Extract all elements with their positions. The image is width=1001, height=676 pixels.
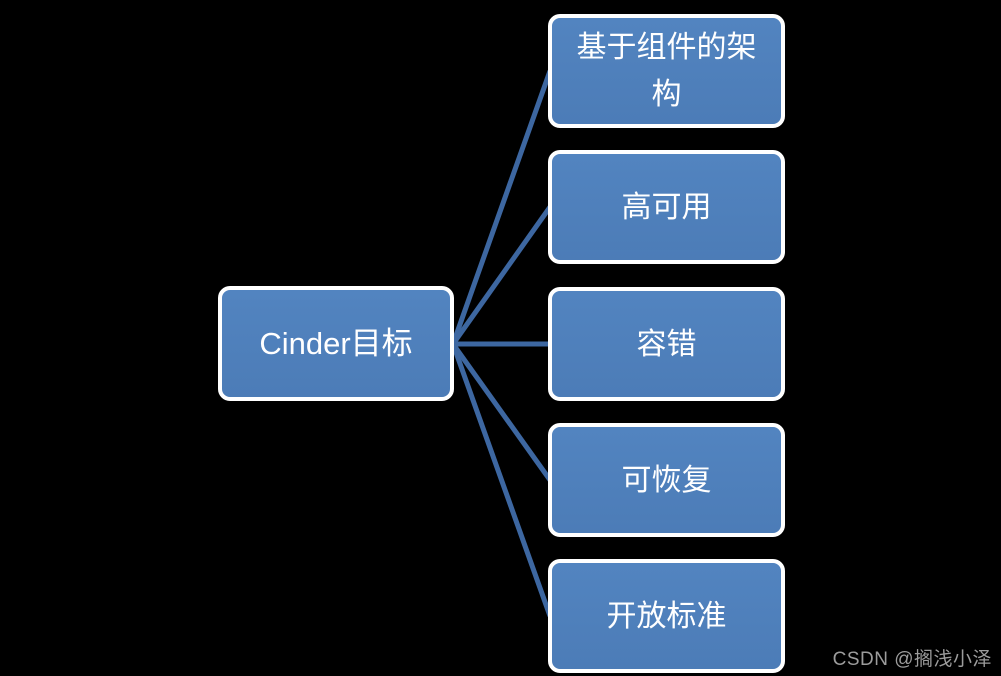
node-label: 可恢复 bbox=[621, 463, 712, 497]
node-label: 开放标准 bbox=[606, 599, 727, 633]
node-root-label: Cinder目标 bbox=[259, 326, 413, 361]
node-label: 容错 bbox=[636, 327, 697, 361]
connector-line bbox=[450, 342, 553, 482]
connector-line bbox=[450, 343, 553, 617]
node-child-fault-tolerance: 容错 bbox=[548, 287, 785, 401]
node-child-recoverable: 可恢复 bbox=[548, 423, 785, 537]
watermark: CSDN @搁浅小泽 bbox=[832, 649, 992, 670]
node-child-high-availability: 高可用 bbox=[548, 150, 785, 264]
node-label: 高可用 bbox=[621, 190, 712, 224]
connector-line bbox=[450, 70, 553, 345]
node-child-component-architecture: 基于组件的架构 bbox=[548, 14, 785, 128]
node-child-open-standards: 开放标准 bbox=[548, 559, 785, 673]
node-root: Cinder目标 bbox=[218, 286, 454, 401]
node-label: 基于组件的架构 bbox=[576, 31, 757, 111]
connector-line bbox=[450, 205, 553, 346]
